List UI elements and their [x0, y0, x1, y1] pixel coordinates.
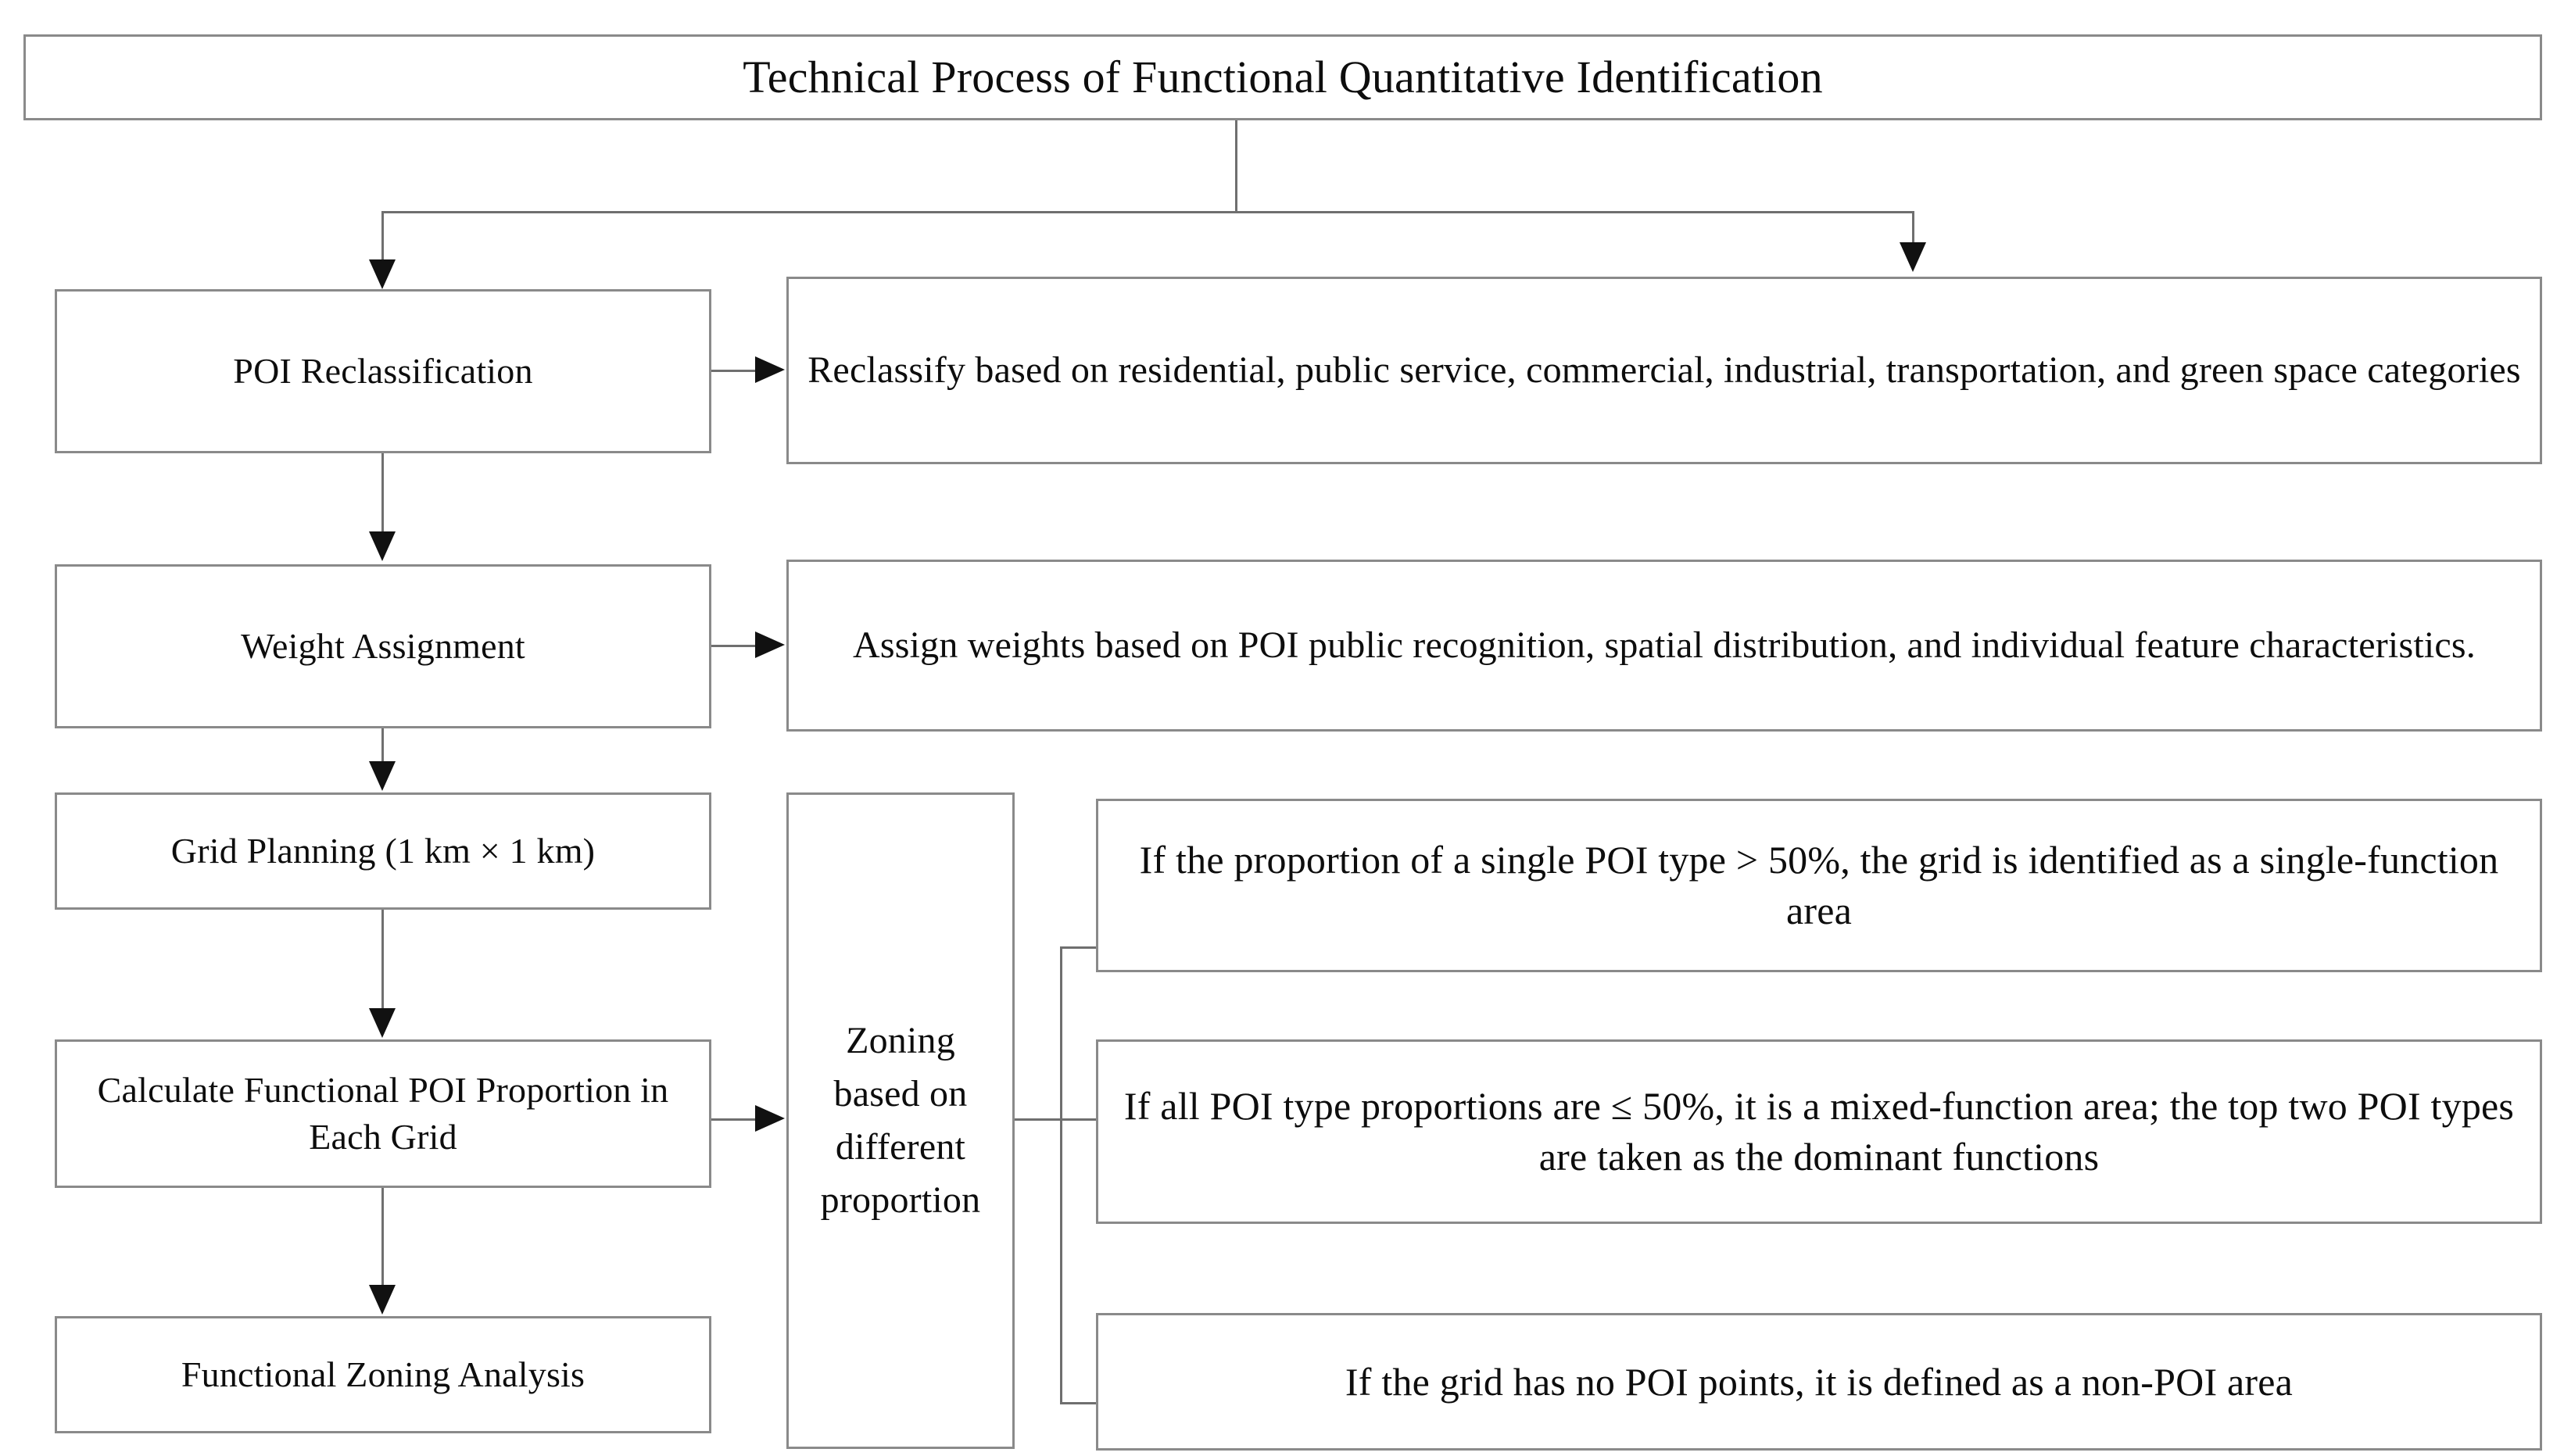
arrow-title-to-reclass-desc [1900, 242, 1926, 272]
diagram-title-box: Technical Process of Functional Quantita… [23, 34, 2542, 120]
condition-box-non-poi[interactable]: If the grid has no POI points, it is def… [1096, 1313, 2542, 1451]
description-label: Assign weights based on POI public recog… [852, 624, 2476, 666]
process-label: Calculate Functional POI Proportion in E… [97, 1070, 669, 1157]
process-box-grid-planning[interactable]: Grid Planning (1 km × 1 km) [55, 792, 711, 910]
process-label: Functional Zoning Analysis [181, 1354, 585, 1395]
bracket-spine-line [1060, 946, 1062, 1404]
description-label: Reclassify based on residential, public … [808, 349, 2521, 391]
bracket-stub-single [1060, 946, 1098, 949]
arrow-weight-to-grid [369, 761, 396, 791]
process-label: POI Reclassification [233, 351, 533, 392]
process-label: Grid Planning (1 km × 1 km) [170, 831, 596, 871]
condition-box-single-function[interactable]: If the proportion of a single POI type >… [1096, 799, 2542, 972]
title-stem-line [1235, 120, 1237, 213]
process-box-poi-reclassification[interactable]: POI Reclassification [55, 289, 711, 453]
condition-label: If the grid has no POI points, it is def… [1345, 1359, 2294, 1404]
process-label: Weight Assignment [241, 626, 525, 667]
description-box-reclassification[interactable]: Reclassify based on residential, public … [786, 277, 2542, 464]
bracket-trunk-line [1015, 1118, 1098, 1121]
line-weight-to-grid [381, 728, 384, 763]
bracket-stub-nonpoi [1060, 1402, 1098, 1404]
arrow-poi-to-weight [369, 531, 396, 561]
line-grid-to-calc [381, 910, 384, 1010]
title-branch-right-drop [1912, 211, 1914, 245]
process-box-calculate-proportion[interactable]: Calculate Functional POI Proportion in E… [55, 1039, 711, 1188]
arrow-poi-to-reclass-desc [755, 356, 785, 383]
line-poi-to-weight [381, 453, 384, 535]
arrow-title-to-poi-reclass [369, 259, 396, 289]
condition-label: If all POI type proportions are ≤ 50%, i… [1123, 1084, 2515, 1179]
line-calc-to-zoning-rule [711, 1118, 757, 1121]
condition-box-mixed-function[interactable]: If all POI type proportions are ≤ 50%, i… [1096, 1039, 2542, 1224]
zoning-rule-label: Zoning based on different proportion [820, 1019, 981, 1222]
bracket-stub-mixed [1060, 1118, 1098, 1121]
description-box-weight-assignment[interactable]: Assign weights based on POI public recog… [786, 560, 2542, 732]
arrow-calc-to-analysis [369, 1285, 396, 1315]
title-branch-bar [381, 211, 1914, 213]
page-title: Technical Process of Functional Quantita… [743, 52, 1823, 103]
line-poi-to-reclass-desc [711, 370, 757, 372]
arrow-grid-to-calc [369, 1008, 396, 1038]
line-weight-to-weight-desc [711, 645, 757, 647]
process-box-functional-zoning-analysis[interactable]: Functional Zoning Analysis [55, 1316, 711, 1433]
arrow-weight-to-weight-desc [755, 631, 785, 658]
title-branch-left-drop [381, 211, 384, 263]
process-box-weight-assignment[interactable]: Weight Assignment [55, 564, 711, 728]
arrow-calc-to-zoning-rule [755, 1105, 785, 1132]
condition-label: If the proportion of a single POI type >… [1139, 838, 2499, 932]
zoning-rule-box[interactable]: Zoning based on different proportion [786, 792, 1015, 1449]
line-calc-to-analysis [381, 1188, 384, 1286]
